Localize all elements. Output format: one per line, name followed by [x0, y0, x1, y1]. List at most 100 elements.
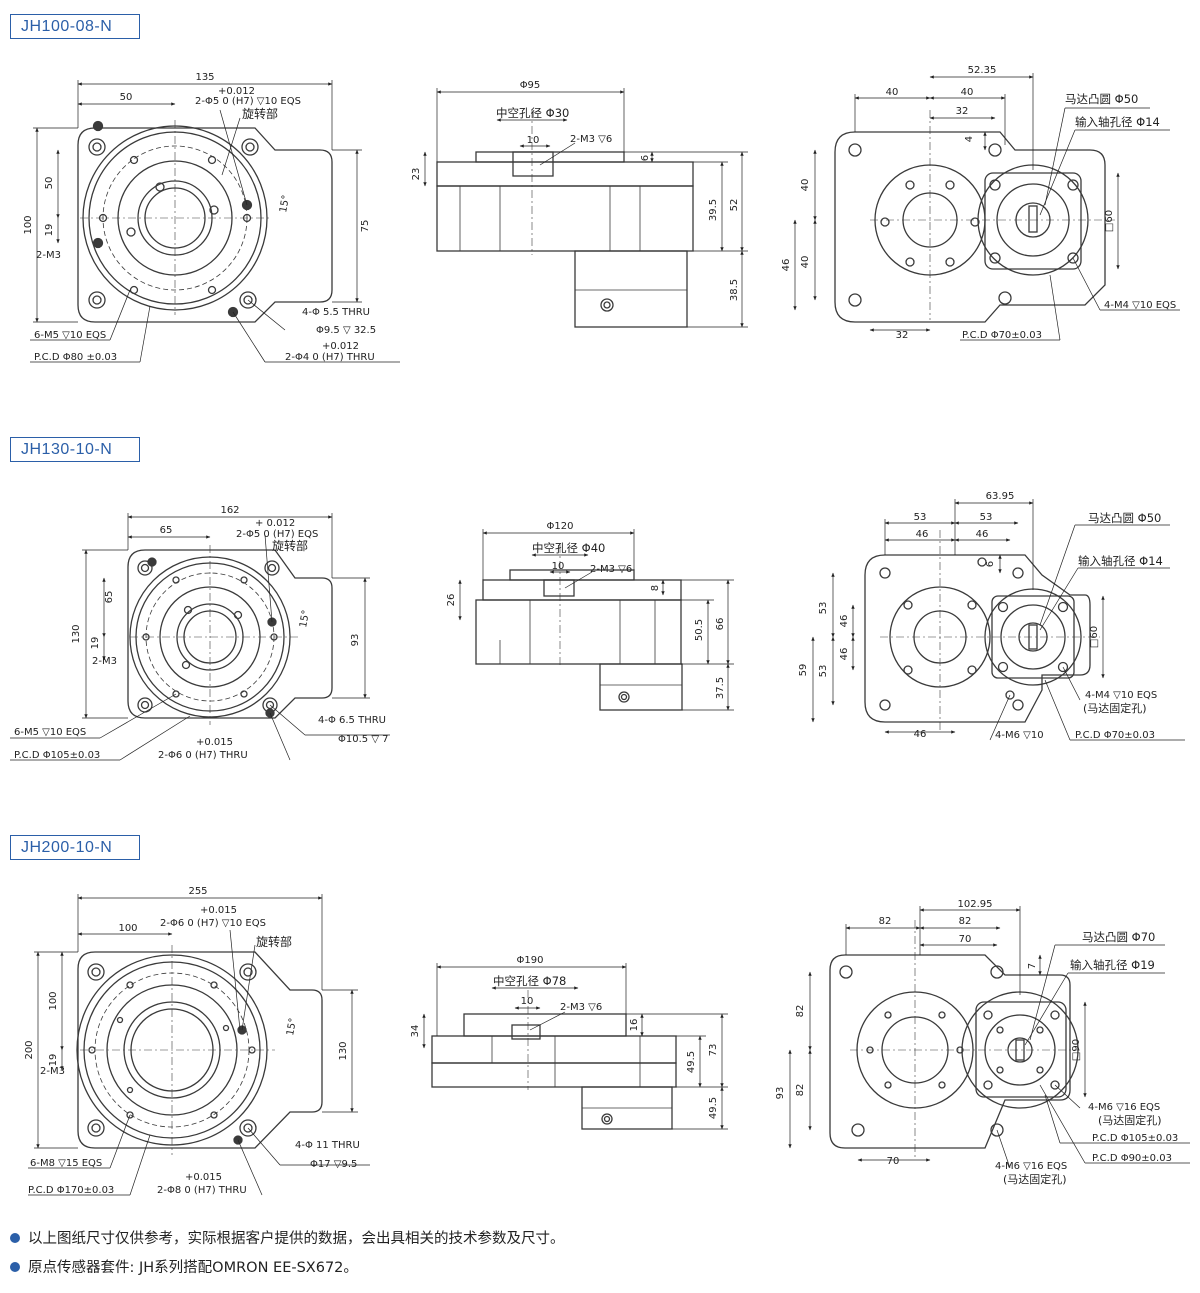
jh130-rear-view — [864, 530, 1100, 730]
dim-text: P.C.D Φ70±0.03 — [962, 330, 1042, 341]
dim-text: 46 — [976, 529, 989, 540]
dim-text: 82 — [959, 916, 972, 927]
dim-text: +0.012 — [218, 86, 255, 97]
dim-text: 39.5 — [708, 199, 719, 221]
dim-text: Φ120 — [547, 521, 574, 532]
dim-text: +0.015 — [200, 905, 237, 916]
dim-text: 4-Φ 11 THRU — [295, 1140, 360, 1151]
dim-text: 19 — [44, 224, 55, 237]
dim-text: 2-Φ5 0 (H7) EQS — [236, 529, 318, 540]
footnote-2: 原点传感器套件: JH系列搭配OMRON EE-SX672。 — [10, 1256, 358, 1277]
jh200-front-labels: 255 100 +0.015 2-Φ6 0 (H7) ▽10 EQS 旋转部 1… — [24, 886, 360, 1196]
jh100-side-dims — [423, 88, 748, 328]
jh200-side-view — [431, 990, 677, 1130]
dim-text: 2-M3 ▽6 — [560, 1002, 602, 1013]
dim-text: 19 — [90, 637, 101, 650]
dim-text: 46 — [839, 648, 850, 661]
dim-text: P.C.D Φ105±0.03 — [1092, 1133, 1178, 1144]
dim-text: 15° — [285, 1017, 299, 1036]
dim-text: 49.5 — [708, 1097, 719, 1119]
dim-text: 2-M3 — [36, 250, 61, 261]
dim-text: 46 — [914, 729, 927, 740]
dim-text: 2-M3 — [92, 656, 117, 667]
dim-text: 135 — [195, 72, 214, 83]
dim-text: 10 — [552, 561, 565, 572]
dim-text: Φ95 — [520, 80, 541, 91]
dim-text: 26 — [446, 594, 457, 607]
dim-text: 130 — [71, 624, 82, 643]
footnote-1: 以上图纸尺寸仅供参考，实际根据客户提供的数据，会出具相关的技术参数及尺寸。 — [10, 1227, 565, 1248]
footnote-text: 原点传感器套件: JH系列搭配OMRON EE-SX672。 — [28, 1260, 358, 1276]
jh130-front-view — [127, 545, 333, 725]
dim-text: □90 — [1071, 1039, 1082, 1061]
dim-text: P.C.D Φ90±0.03 — [1092, 1153, 1172, 1164]
dim-text: 2-Φ6 0 (H7) THRU — [158, 750, 248, 761]
dim-text: 16 — [629, 1019, 640, 1032]
dim-text: 100 — [48, 991, 59, 1010]
dim-text: □60 — [1089, 626, 1100, 648]
jh130-side-view — [475, 545, 683, 711]
dim-text: 52.35 — [968, 65, 997, 76]
dim-text: 93 — [775, 1087, 786, 1100]
dim-text: 37.5 — [715, 677, 726, 699]
dim-text: 93 — [350, 634, 361, 647]
dim-text: 53 — [818, 665, 829, 678]
dim-text: P.C.D Φ80 ±0.03 — [34, 352, 117, 363]
dim-text: P.C.D Φ70±0.03 — [1075, 730, 1155, 741]
dim-text: Φ190 — [517, 955, 544, 966]
dim-text: 2-Φ5 0 (H7) ▽10 EQS — [195, 96, 301, 107]
dim-text: 38.5 — [729, 279, 740, 301]
dim-text: 52 — [729, 199, 740, 212]
dim-text: 10 — [527, 135, 540, 146]
dim-text: (马达固定孔) — [1003, 1172, 1067, 1186]
dim-text: 53 — [980, 512, 993, 523]
dim-text: 82 — [879, 916, 892, 927]
jh100-front-labels: 135 50 +0.012 2-Φ5 0 (H7) ▽10 EQS 旋转部 50… — [23, 72, 376, 363]
dim-text: 63.95 — [986, 491, 1015, 502]
dim-text: +0.012 — [322, 341, 359, 352]
jh130-rear-dims — [811, 499, 1185, 741]
dim-text: 旋转部 — [272, 538, 308, 553]
dim-text: 4-M6 ▽10 — [995, 730, 1044, 741]
dim-text: 50 — [44, 177, 55, 190]
dim-text: 50 — [120, 92, 133, 103]
dim-text: 4-M6 ▽16 EQS — [995, 1161, 1067, 1172]
dim-text: 130 — [338, 1041, 349, 1060]
jh130-front-dims — [10, 513, 390, 761]
dim-text: 4-M4 ▽10 EQS — [1085, 690, 1157, 701]
dim-text: 59 — [798, 664, 809, 677]
dim-text: 50.5 — [694, 619, 705, 641]
jh100-rear-view — [834, 110, 1115, 323]
dim-text: 6-M5 ▽10 EQS — [34, 330, 106, 341]
dim-text: 马达凸圆 Φ50 — [1088, 511, 1161, 525]
dim-text: 46 — [916, 529, 929, 540]
dim-text: 200 — [24, 1040, 35, 1059]
dim-text: Φ17 ▽9.5 — [310, 1159, 357, 1170]
jh100-rear-labels: 52.35 40 40 32 4 马达凸圆 Φ50 输入轴孔径 Φ14 40 4… — [781, 65, 1176, 341]
jh130-front-labels: 162 65 + 0.012 2-Φ5 0 (H7) EQS 旋转部 65 13… — [14, 505, 389, 761]
dim-text: P.C.D Φ105±0.03 — [14, 750, 100, 761]
dim-text: 34 — [410, 1025, 421, 1038]
dim-text: 102.95 — [958, 899, 993, 910]
jh100-front-dims — [30, 80, 400, 363]
dim-text: 马达凸圆 Φ70 — [1082, 930, 1155, 944]
dim-text: 旋转部 — [256, 934, 292, 949]
dim-text: 4-Φ 5.5 THRU — [302, 307, 370, 318]
dim-text: 2-Φ4 0 (H7) THRU — [285, 352, 375, 363]
jh200-rear-dims — [788, 906, 1190, 1169]
dim-text: 4-Φ 6.5 THRU — [318, 715, 386, 726]
jh100-front-view — [77, 120, 333, 323]
dim-text: 46 — [839, 615, 850, 628]
jh100-side-view — [436, 110, 694, 328]
dim-text: 中空孔径 Φ78 — [493, 974, 566, 988]
dim-text: Φ9.5 ▽ 32.5 — [316, 325, 376, 336]
bullet-icon — [10, 1233, 20, 1243]
dim-text: 输入轴孔径 Φ14 — [1078, 554, 1163, 568]
dim-text: 旋转部 — [242, 106, 278, 121]
dim-text: 65 — [160, 525, 173, 536]
dim-text: 53 — [818, 602, 829, 615]
dim-text: 19 — [48, 1054, 59, 1067]
model-tag-jh130: JH130-10-N — [10, 437, 140, 462]
dim-text: + 0.012 — [255, 518, 295, 529]
